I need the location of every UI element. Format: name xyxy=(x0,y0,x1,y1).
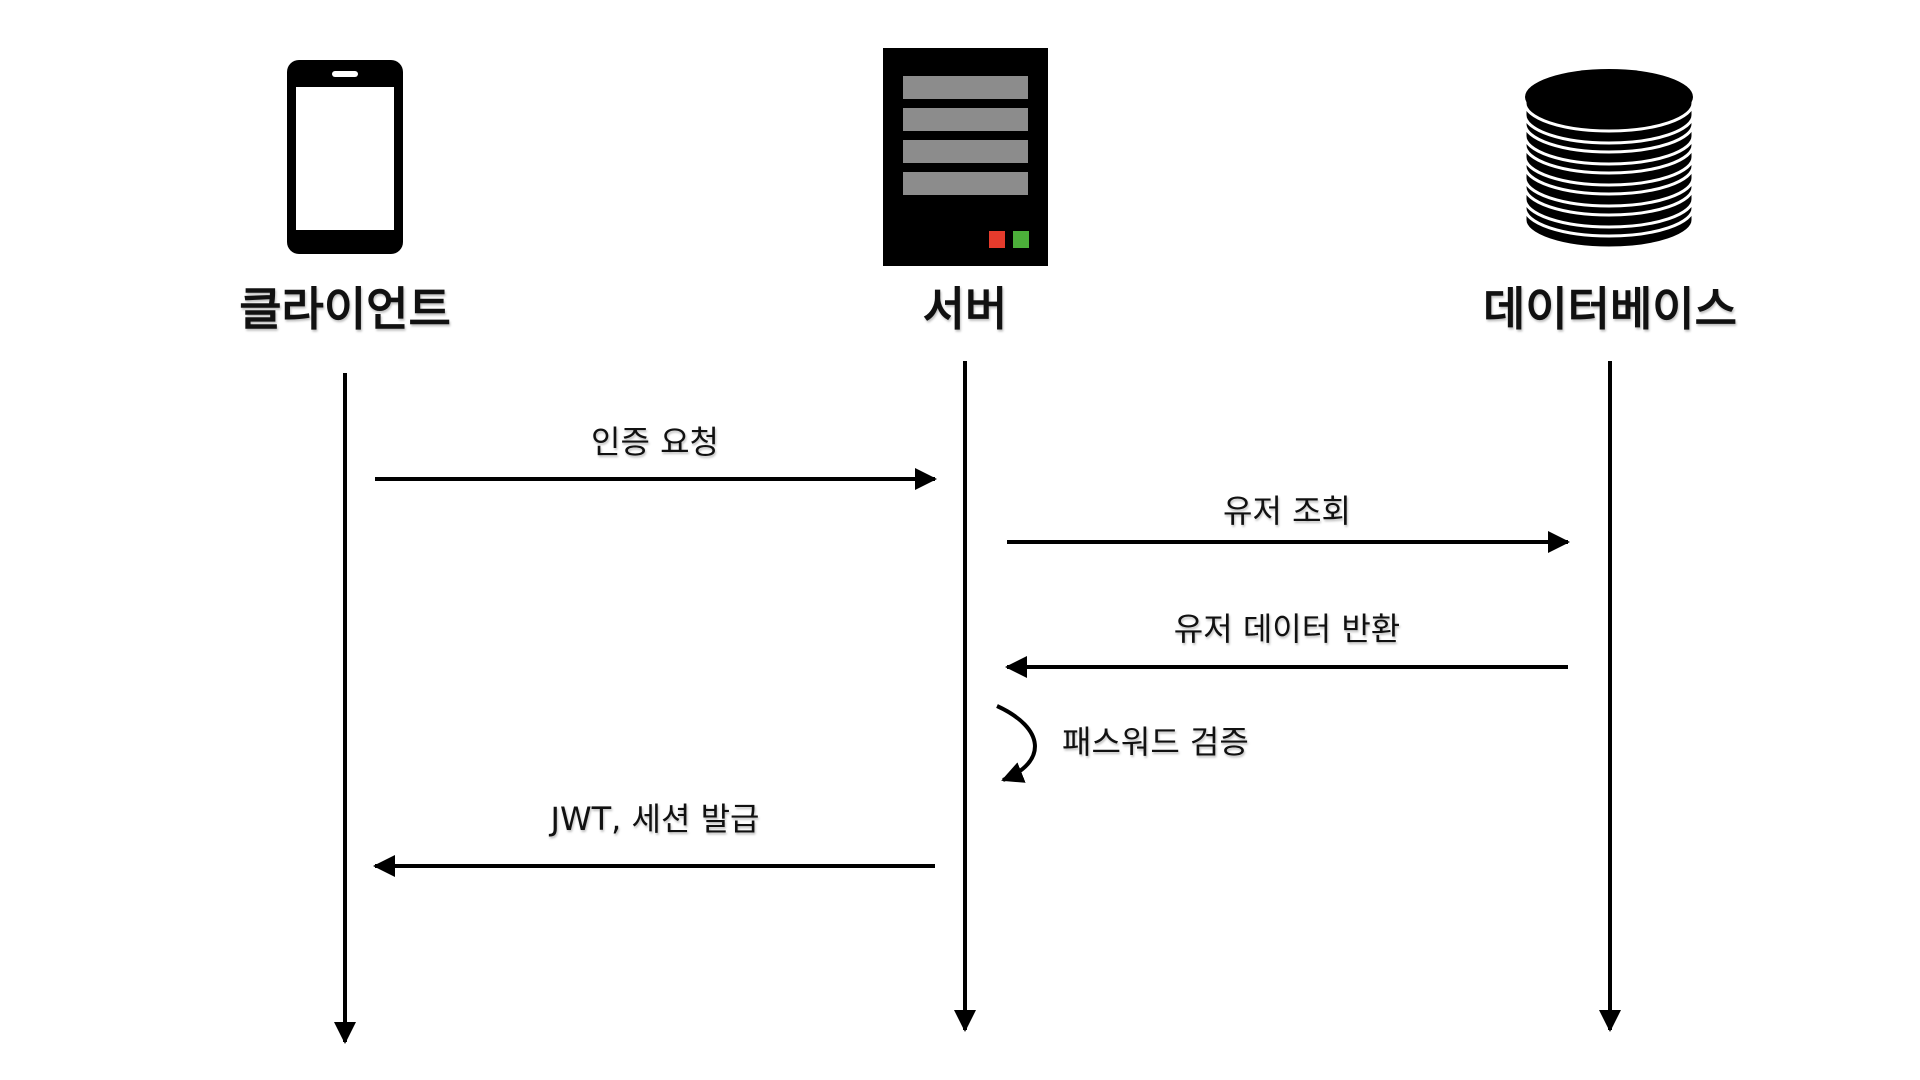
actor-label-server: 서버 xyxy=(923,282,1008,336)
database-icon xyxy=(1523,69,1695,250)
message-user-data-return: 유저 데이터 반환 xyxy=(1005,610,1568,678)
message-label: 유저 데이터 반환 xyxy=(1174,610,1400,648)
message-jwt-session-issue: JWT, 세션 발급 xyxy=(373,800,935,877)
server-icon xyxy=(883,48,1048,266)
message-user-lookup: 유저 조회 xyxy=(1007,492,1570,553)
message-password-verify: 패스워드 검증 xyxy=(996,704,1249,783)
actor-label-database: 데이터베이스 xyxy=(1483,282,1737,336)
actor-label-client: 클라이언트 xyxy=(239,282,451,336)
message-label: 유저 조회 xyxy=(1223,492,1351,530)
message-label: 패스워드 검증 xyxy=(1062,723,1249,761)
status-led-red xyxy=(989,231,1005,248)
status-led-green xyxy=(1013,231,1029,248)
smartphone-icon xyxy=(287,60,403,254)
message-label: 인증 요청 xyxy=(591,423,719,461)
message-label: JWT, 세션 발급 xyxy=(549,800,760,838)
message-auth-request: 인증 요청 xyxy=(375,423,937,490)
